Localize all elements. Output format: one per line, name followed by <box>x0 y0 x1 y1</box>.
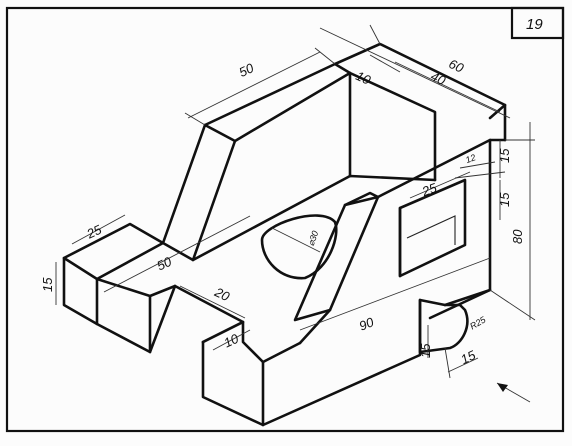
left-rib-front <box>161 123 237 262</box>
label-60: 60 <box>447 56 467 76</box>
ext-80-bottom <box>489 289 536 321</box>
label-25-window: 25 <box>419 180 439 200</box>
dim-50-slot <box>103 215 251 293</box>
label-10-slot: 10 <box>221 330 241 350</box>
label-phi30: ⌀30 <box>306 229 321 247</box>
dim-15-bottom-h <box>447 357 479 373</box>
label-12: 12 <box>464 152 477 165</box>
label-50-slot: 50 <box>154 253 174 273</box>
left-block-side <box>95 277 152 354</box>
label-15-right-top: 15 <box>497 148 512 163</box>
label-15-right-mid: 15 <box>497 192 512 207</box>
ext-50-b <box>314 47 336 65</box>
dim-50-top <box>187 51 321 119</box>
slot-edge <box>148 284 177 298</box>
dim-90 <box>299 257 491 331</box>
ext-60 <box>369 24 381 45</box>
view-arrow-head <box>497 383 508 392</box>
label-90: 90 <box>357 314 377 334</box>
base-top-edge <box>261 341 302 364</box>
ext-50-a <box>184 112 206 126</box>
label-15-left: 15 <box>40 277 55 292</box>
label-r25: R25 <box>468 314 488 331</box>
back-wall-top <box>333 42 507 120</box>
left-block-front <box>62 256 99 326</box>
dim-10 <box>369 54 401 73</box>
dim-12 <box>459 161 496 169</box>
leader-phi30 <box>271 227 321 253</box>
dim-25-left <box>71 214 126 245</box>
label-20: 20 <box>212 284 233 304</box>
sheet-number: 19 <box>526 16 543 33</box>
label-15-bottom-v: 15 <box>418 343 433 358</box>
slot-right-wall <box>201 320 265 364</box>
right-rib-top <box>343 191 380 207</box>
label-25-left: 25 <box>84 221 105 241</box>
bottom-notch <box>418 298 469 354</box>
front-lower-left <box>201 340 265 427</box>
back-wall-inner-right <box>348 71 437 182</box>
label-40: 40 <box>428 68 448 88</box>
dim-10-slot <box>212 329 251 351</box>
label-50-top: 50 <box>237 60 257 80</box>
ext-right-mid <box>454 171 506 179</box>
ext-15-bottom <box>444 347 451 379</box>
dim-20 <box>179 285 246 319</box>
round-hole <box>260 214 338 280</box>
dim-25-window <box>409 171 471 199</box>
dim-40 <box>394 61 501 113</box>
notch-top-edge <box>443 288 492 307</box>
sheet-frame <box>5 6 565 433</box>
window-inner <box>406 215 456 245</box>
base-top-back <box>191 174 437 262</box>
dim-60 <box>319 27 511 119</box>
sheet-number-box <box>510 6 565 40</box>
left-block-top <box>62 222 165 281</box>
label-10-top: 10 <box>354 68 374 88</box>
label-15-bottom-h: 15 <box>458 347 478 367</box>
label-80: 80 <box>510 229 525 244</box>
base-top-front <box>298 308 332 345</box>
base-front <box>261 298 422 427</box>
back-wall-inner <box>233 71 352 178</box>
